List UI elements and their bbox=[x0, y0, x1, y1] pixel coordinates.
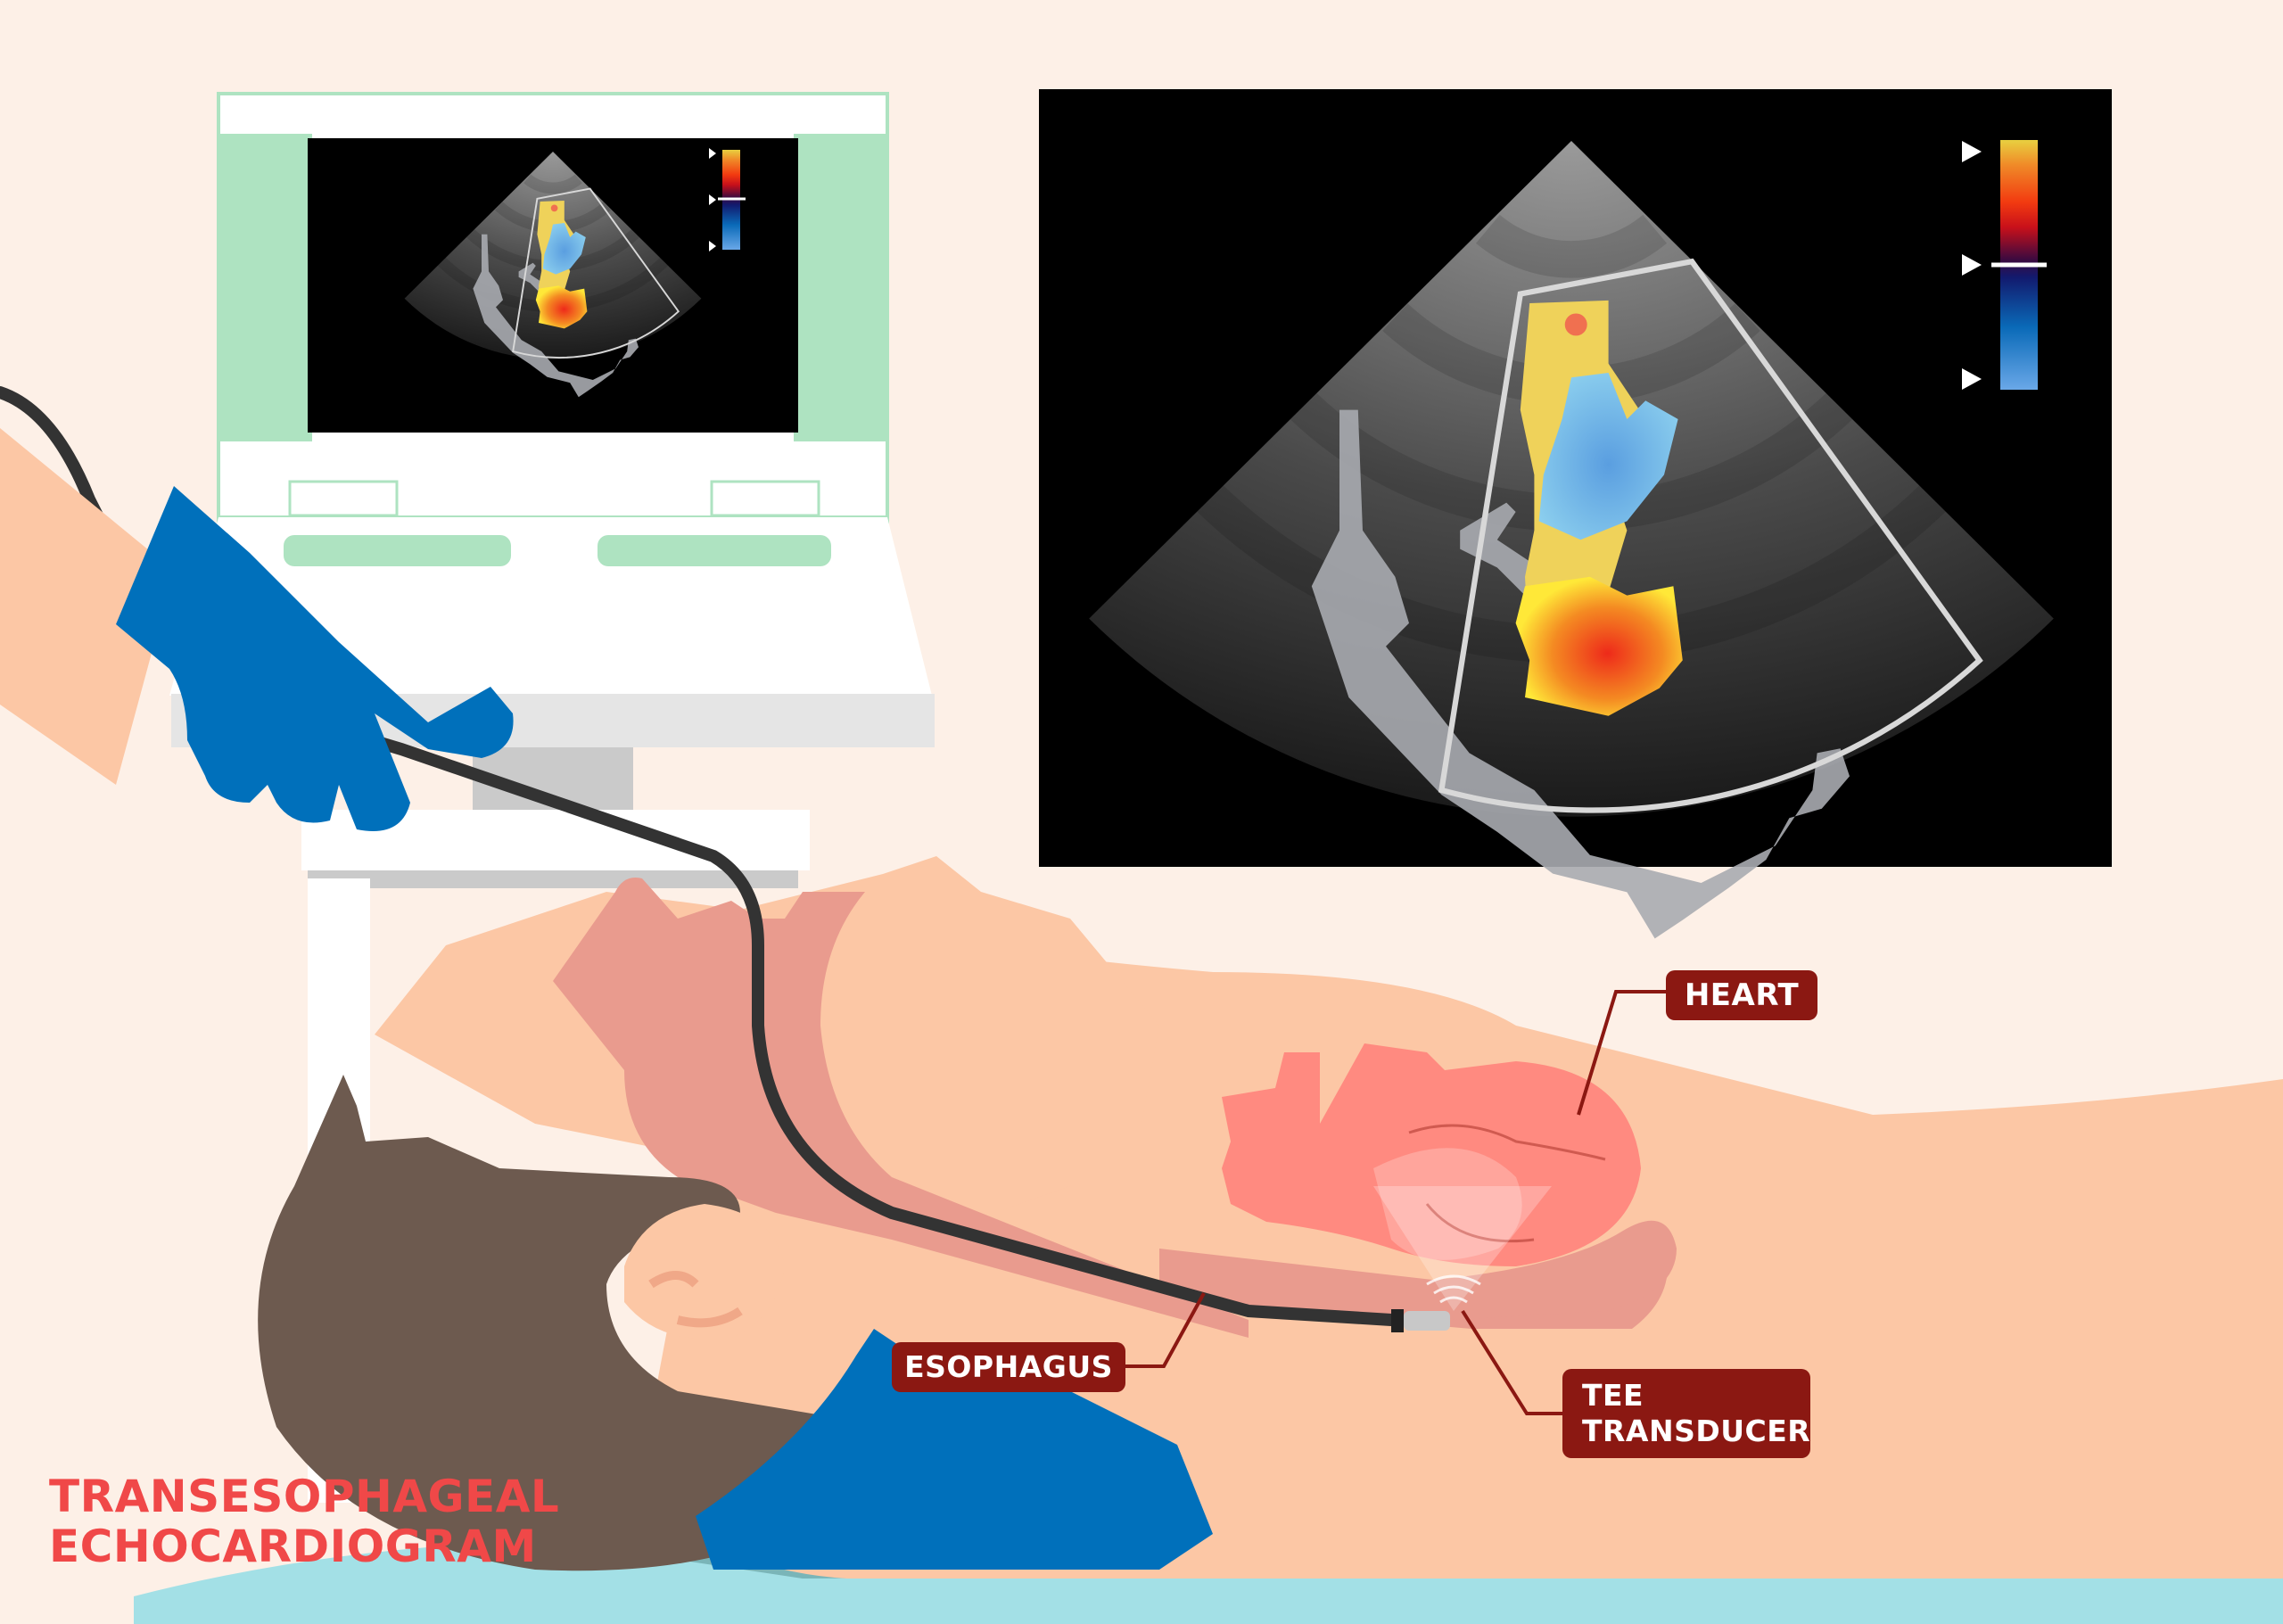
heart-label-text: HEART bbox=[1684, 977, 1800, 1013]
title-line2: ECHOCARDIOGRAM bbox=[49, 1521, 537, 1572]
tee-label-line1: TEE bbox=[1582, 1378, 1644, 1414]
tee-label-line2: TRANSDUCER bbox=[1582, 1414, 1811, 1448]
esophagus-label: ESOPHAGUS bbox=[892, 1342, 1125, 1392]
heart-label: HEART bbox=[1666, 970, 1817, 1020]
echo-color-scale bbox=[1962, 140, 2047, 390]
diagram-title: TRANSESOPHAGEAL ECHOCARDIOGRAM bbox=[49, 1471, 559, 1571]
tee-transducer-label: TEE TRANSDUCER bbox=[1562, 1369, 1810, 1458]
ultrasound-cart bbox=[169, 92, 935, 1503]
probe-cable bbox=[0, 386, 1397, 1326]
title-line1: TRANSESOPHAGEAL bbox=[49, 1471, 560, 1522]
tee-transducer-tip bbox=[1404, 1311, 1450, 1331]
esophagus-label-text: ESOPHAGUS bbox=[904, 1349, 1113, 1385]
monitor-color-scale bbox=[709, 148, 746, 251]
heart-illustration bbox=[1222, 1043, 1641, 1266]
